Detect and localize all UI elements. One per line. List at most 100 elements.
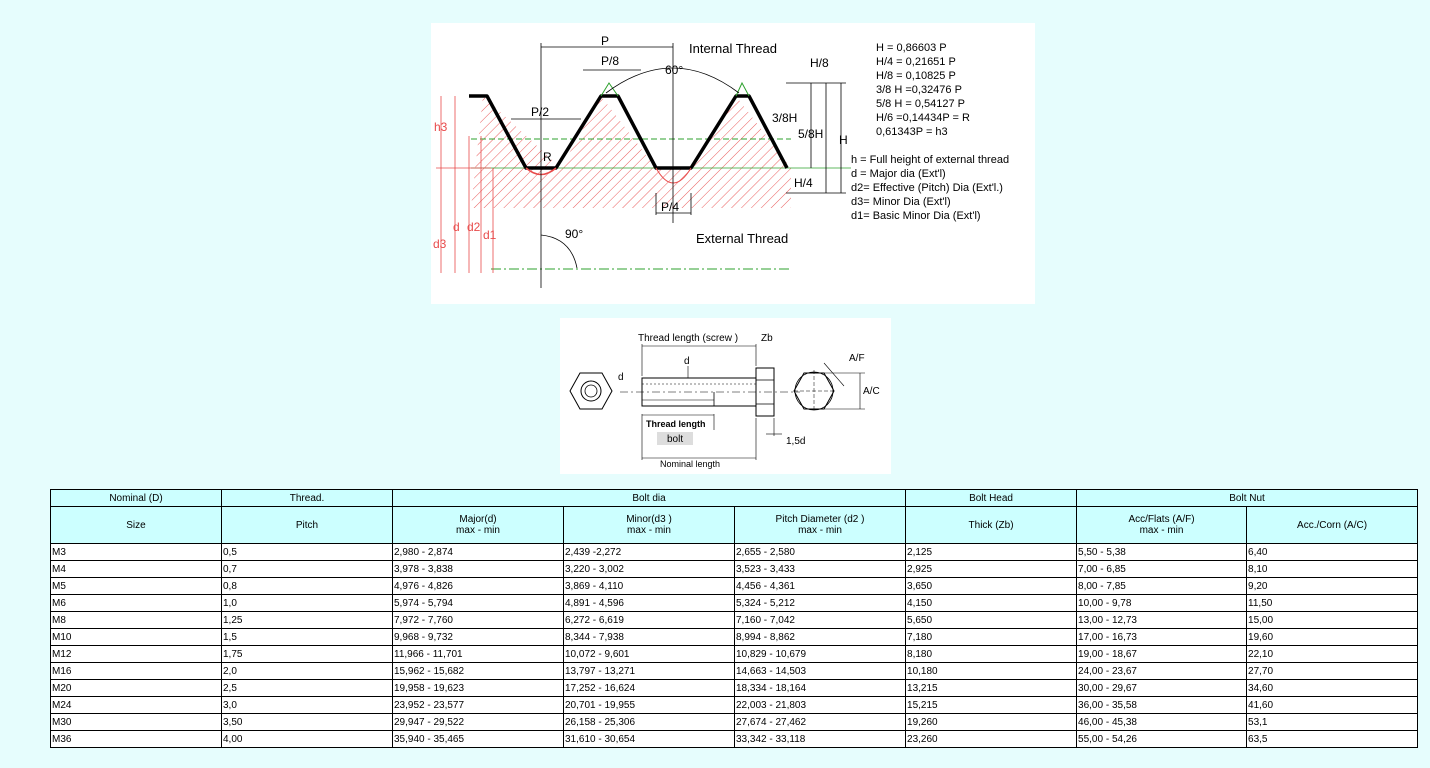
table-cell: M16 <box>50 662 222 680</box>
table-cell: 13,797 - 13,271 <box>563 662 735 680</box>
label-p8: P/8 <box>601 54 619 68</box>
table-cell: 19,00 - 18,67 <box>1076 645 1248 663</box>
label-r: R <box>543 150 552 164</box>
table-cell: 2,925 <box>905 560 1078 578</box>
table-cell: 26,158 - 25,306 <box>563 713 735 731</box>
symbol-legend: h = Full height of external thread d = M… <box>851 154 1009 222</box>
table-cell: 0,8 <box>221 577 393 595</box>
table-cell: 22,003 - 21,803 <box>733 696 907 714</box>
legend-item: d3= Minor Dia (Ext'l) <box>851 196 951 208</box>
internal-thread-label: Internal Thread <box>689 41 777 56</box>
legend-item: h = Full height of external thread <box>851 154 1009 166</box>
table-cell: 6,272 - 6,619 <box>563 611 735 629</box>
table-cell: 5,650 <box>905 611 1078 629</box>
table-cell: 29,947 - 29,522 <box>392 713 564 731</box>
table-cell: 7,160 - 7,042 <box>733 611 907 629</box>
table-cell: 31,610 - 30,654 <box>563 730 735 748</box>
label-1-5d: 1,5d <box>786 436 805 447</box>
formula-item: 0,61343P = h3 <box>876 126 948 138</box>
col-header-major: Major(d)max - min <box>392 506 564 544</box>
table-cell: 15,962 - 15,682 <box>392 662 564 680</box>
table-cell: 19,958 - 19,623 <box>392 679 564 697</box>
label-p2: P/2 <box>531 105 549 119</box>
table-cell: 30,00 - 29,67 <box>1076 679 1248 697</box>
table-cell: 8,10 <box>1246 560 1419 578</box>
table-cell: 53,1 <box>1246 713 1419 731</box>
table-cell: 3,869 - 4,110 <box>563 577 735 595</box>
table-cell: M4 <box>50 560 222 578</box>
table-cell: 3,0 <box>221 696 393 714</box>
table-cell: 7,972 - 7,760 <box>392 611 564 629</box>
table-cell: 15,00 <box>1246 611 1419 629</box>
table-cell: M3 <box>50 543 222 561</box>
formula-item: H = 0,86603 P <box>876 42 947 54</box>
table-group-header-row: Nominal (D) Thread. Bolt dia Bolt Head B… <box>50 489 1419 507</box>
table-cell: 18,334 - 18,164 <box>733 679 907 697</box>
label-thread-length-screw: Thread length (screw ) <box>638 333 738 344</box>
col-header-thick: Thick (Zb) <box>905 506 1078 544</box>
table-cell: 6,40 <box>1246 543 1419 561</box>
group-header-bolt-nut: Bolt Nut <box>1076 489 1419 507</box>
formula-item: H/8 = 0,10825 P <box>876 70 956 82</box>
label-h8: H/8 <box>810 56 829 70</box>
table-cell: 1,5 <box>221 628 393 646</box>
label-h4: H/4 <box>794 176 813 190</box>
table-cell: M12 <box>50 645 222 663</box>
table-cell: 33,342 - 33,118 <box>733 730 907 748</box>
table-cell: 2,655 - 2,580 <box>733 543 907 561</box>
table-cell: 27,674 - 27,462 <box>733 713 907 731</box>
label-d-top: d <box>684 356 690 367</box>
table-cell: 17,00 - 16,73 <box>1076 628 1248 646</box>
label-h3: h3 <box>434 120 448 134</box>
table-cell: 4,456 - 4,361 <box>733 577 907 595</box>
label-d1: d1 <box>483 228 497 242</box>
table-cell: 20,701 - 19,955 <box>563 696 735 714</box>
table-cell: M36 <box>50 730 222 748</box>
metric-bolt-table: Nominal (D) Thread. Bolt dia Bolt Head B… <box>50 489 1419 748</box>
legend-item: d1= Basic Minor Dia (Ext'l) <box>851 210 981 222</box>
external-thread-label: External Thread <box>696 231 788 246</box>
table-cell: M20 <box>50 679 222 697</box>
table-cell: 23,952 - 23,577 <box>392 696 564 714</box>
label-p4: P/4 <box>661 200 679 214</box>
table-cell: 11,50 <box>1246 594 1419 612</box>
table-cell: 1,25 <box>221 611 393 629</box>
table-cell: 1,0 <box>221 594 393 612</box>
table-cell: 23,260 <box>905 730 1078 748</box>
table-cell: 10,829 - 10,679 <box>733 645 907 663</box>
table-cell: 63,5 <box>1246 730 1419 748</box>
col-header-size: Size <box>50 506 222 544</box>
label-zb: Zb <box>761 333 773 344</box>
table-cell: 5,974 - 5,794 <box>392 594 564 612</box>
table-cell: 10,00 - 9,78 <box>1076 594 1248 612</box>
col-header-corners: Acc./Corn (A/C) <box>1246 506 1419 544</box>
table-cell: 8,00 - 7,85 <box>1076 577 1248 595</box>
formula-item: H/4 = 0,21651 P <box>876 56 956 68</box>
table-cell: 2,439 -2,272 <box>563 543 735 561</box>
table-cell: 7,00 - 6,85 <box>1076 560 1248 578</box>
table-cell: 2,125 <box>905 543 1078 561</box>
thread-profile-diagram: P P/8 P/2 R P/4 60° 90° Internal Thread … <box>431 23 1035 304</box>
table-cell: 10,180 <box>905 662 1078 680</box>
table-cell: 11,966 - 11,701 <box>392 645 564 663</box>
table-header-row: Size Pitch Major(d)max - min Minor(d3 )m… <box>50 506 1419 544</box>
table-cell: 36,00 - 35,58 <box>1076 696 1248 714</box>
table-cell: 41,60 <box>1246 696 1419 714</box>
table-cell: 3,978 - 3,838 <box>392 560 564 578</box>
bolt-dimension-diagram: d Thread length (screw ) Zb d Thread len… <box>560 318 891 474</box>
formula-list: H = 0,86603 P H/4 = 0,21651 P H/8 = 0,10… <box>876 42 970 138</box>
label-ac: A/C <box>863 386 880 397</box>
table-cell: 4,891 - 4,596 <box>563 594 735 612</box>
table-cell: 46,00 - 45,38 <box>1076 713 1248 731</box>
table-cell: M24 <box>50 696 222 714</box>
table-cell: 5,324 - 5,212 <box>733 594 907 612</box>
label-h: H <box>839 133 848 147</box>
